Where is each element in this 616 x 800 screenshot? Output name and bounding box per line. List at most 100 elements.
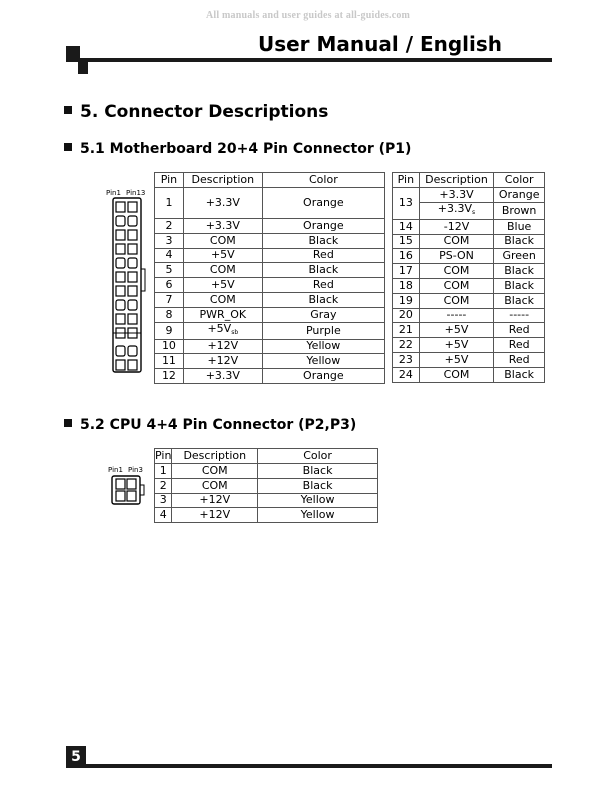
subsection-heading-motherboard: 5.1 Motherboard 20+4 Pin Connector (P1) bbox=[64, 141, 411, 157]
color-cell: Black bbox=[493, 263, 545, 279]
description-cell: +12V bbox=[182, 353, 263, 370]
column-header-pin: Pin bbox=[153, 448, 173, 464]
table-row: +3.3Vs Brown bbox=[393, 201, 545, 220]
square-bullet-icon bbox=[64, 419, 72, 427]
table-header-row: Pin Description Color bbox=[154, 172, 386, 188]
pin-cell: 8 bbox=[154, 306, 184, 323]
color-cell: Black bbox=[261, 262, 386, 279]
column-header-pin: Pin bbox=[392, 172, 420, 188]
description-cell: PS-ON bbox=[418, 248, 495, 265]
description-cell: +3.3V bbox=[182, 187, 263, 219]
description-cell: COM bbox=[182, 291, 263, 308]
description-cell: +5V bbox=[182, 247, 263, 264]
pin-cell: 10 bbox=[154, 338, 184, 355]
section-heading: 5. Connector Descriptions bbox=[64, 102, 328, 122]
connector-pin-slot bbox=[115, 243, 126, 255]
color-cell: Red bbox=[493, 337, 545, 353]
pin1-label: Pin1 bbox=[106, 189, 121, 197]
subsection-heading-text: 5.1 Motherboard 20+4 Pin Connector (P1) bbox=[80, 141, 412, 157]
description-cell: COM bbox=[171, 463, 259, 479]
cpu-pin3-label: Pin3 bbox=[128, 466, 143, 474]
header-decoration-small bbox=[78, 62, 88, 74]
subsection-heading-cpu: 5.2 CPU 4+4 Pin Connector (P2,P3) bbox=[64, 417, 356, 433]
cpu-pin1-label: Pin1 bbox=[108, 466, 123, 474]
connector-pin-slot bbox=[127, 313, 138, 325]
cpu-8pin-connector-icon bbox=[111, 475, 145, 505]
pin-cell: 7 bbox=[154, 291, 184, 308]
pin-cell: 6 bbox=[154, 277, 184, 293]
page-number: 5 bbox=[66, 746, 86, 768]
color-cell: Red bbox=[493, 351, 545, 368]
pin-cell: 4 bbox=[153, 507, 173, 524]
table-header-row: Pin Description Color bbox=[153, 448, 378, 464]
column-header-description: Description bbox=[171, 448, 259, 464]
pin-cell: 9 bbox=[154, 321, 184, 340]
pin-cell: 14 bbox=[392, 218, 420, 235]
color-cell: Red bbox=[261, 247, 386, 264]
connector-pin-slot bbox=[127, 229, 138, 241]
color-cell: Red bbox=[261, 277, 386, 293]
column-header-color: Color bbox=[257, 448, 378, 464]
color-cell: Black bbox=[493, 366, 545, 383]
color-cell: Brown bbox=[493, 201, 545, 220]
pin-cell: 11 bbox=[154, 353, 184, 370]
connector-pin-slot bbox=[115, 313, 126, 325]
color-cell: Black bbox=[493, 277, 545, 294]
pin-cell: 22 bbox=[392, 337, 420, 353]
description-cell: COM bbox=[418, 292, 495, 309]
color-cell: Yellow bbox=[261, 338, 386, 355]
atx-24pin-connector-icon bbox=[112, 197, 146, 373]
column-header-pin: Pin bbox=[154, 172, 184, 188]
color-cell: ----- bbox=[493, 307, 545, 324]
description-cell: +3.3Vs bbox=[418, 201, 495, 220]
header-rule bbox=[66, 58, 552, 62]
pin-cell: 2 bbox=[153, 477, 173, 494]
description-cell: +5V bbox=[418, 337, 495, 353]
description-cell: +5V bbox=[418, 322, 495, 339]
pin-cell: 16 bbox=[392, 248, 420, 265]
color-cell: Gray bbox=[261, 306, 386, 323]
pin-cell: 2 bbox=[154, 218, 184, 234]
pin-cell: 1 bbox=[153, 463, 173, 479]
description-cell: COM bbox=[182, 232, 263, 249]
connector-pin-slot bbox=[115, 257, 126, 269]
connector-pin-slot bbox=[115, 359, 126, 371]
pin-cell: 5 bbox=[154, 262, 184, 279]
color-cell: Yellow bbox=[261, 353, 386, 370]
color-cell: Black bbox=[257, 463, 378, 479]
connector-pin-slot bbox=[115, 229, 126, 241]
color-cell: Black bbox=[261, 232, 386, 249]
color-cell: Orange bbox=[493, 187, 545, 203]
motherboard-pin-table-right: Pin Description Color 13 +3.3V Orange +3… bbox=[392, 172, 545, 383]
color-cell: Orange bbox=[261, 218, 386, 234]
connector-pin-slot bbox=[115, 215, 126, 227]
connector-pin-slot bbox=[127, 359, 138, 371]
color-cell: Red bbox=[493, 322, 545, 339]
connector-pin-slot bbox=[127, 243, 138, 255]
description-cell: ----- bbox=[418, 307, 495, 324]
connector-pin-slot bbox=[127, 215, 138, 227]
table-header-row: Pin Description Color bbox=[392, 172, 545, 188]
description-cell: COM bbox=[418, 233, 495, 250]
pin-cell: 18 bbox=[392, 277, 420, 294]
connector-pin-slot bbox=[127, 257, 138, 269]
connector-pin-slot bbox=[115, 345, 126, 357]
